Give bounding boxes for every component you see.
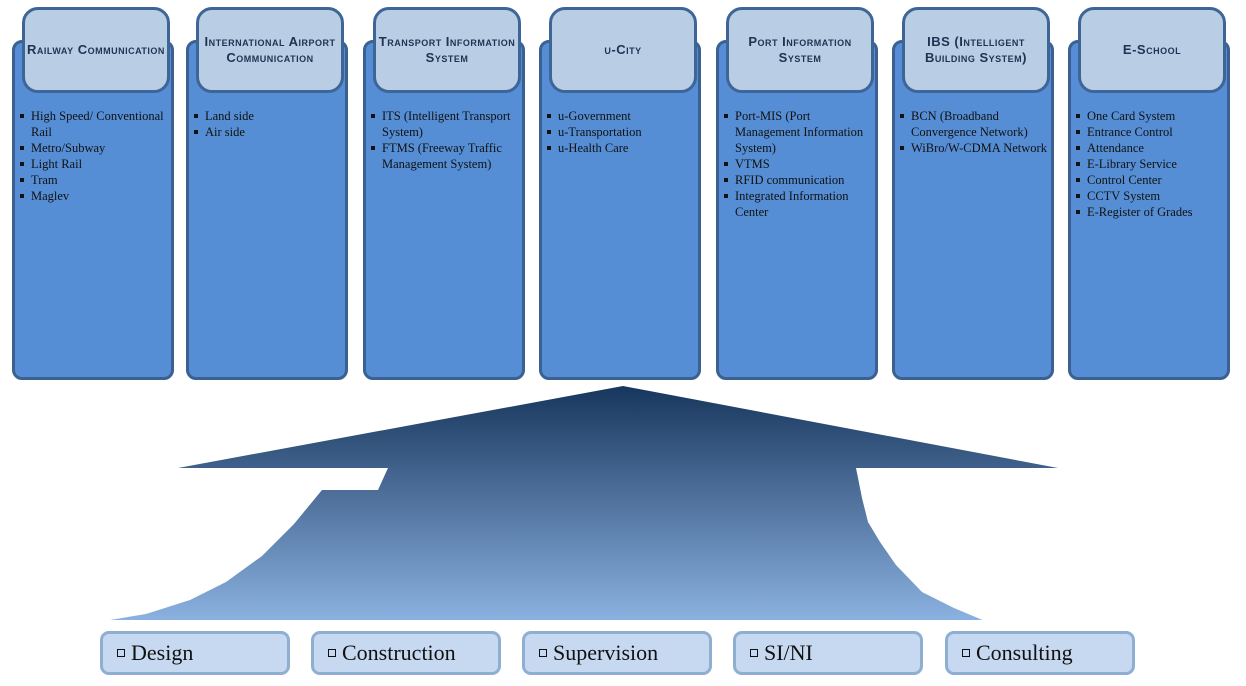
list-item: CCTV System <box>1074 188 1228 204</box>
service-box: Supervision <box>522 631 712 675</box>
column-body <box>892 40 1054 380</box>
column-title: International Airport Communication <box>204 34 336 65</box>
column-header: E-School <box>1078 7 1226 93</box>
column-body <box>186 40 348 380</box>
list-item: u-Government <box>545 108 699 124</box>
list-item: Entrance Control <box>1074 124 1228 140</box>
column-header: Transport Information System <box>373 7 521 93</box>
service-box: Construction <box>311 631 501 675</box>
list-item: WiBro/W-CDMA Network <box>898 140 1052 156</box>
list-item: E-Register of Grades <box>1074 204 1228 220</box>
list-item: Attendance <box>1074 140 1228 156</box>
list-item: Maglev <box>18 188 172 204</box>
list-item: u-Transportation <box>545 124 699 140</box>
arrow-shape <box>110 386 1132 620</box>
column-header: IBS (Intelligent Building System) <box>902 7 1050 93</box>
service-label: Consulting <box>976 640 1073 665</box>
column-title: u-City <box>604 42 642 57</box>
square-bullet-icon <box>539 649 547 657</box>
service-label: Construction <box>342 640 456 665</box>
service-label: Design <box>131 640 194 665</box>
column-body <box>539 40 701 380</box>
column-header: International Airport Communication <box>196 7 344 93</box>
column-title: Port Information System <box>748 34 852 65</box>
square-bullet-icon <box>750 649 758 657</box>
square-bullet-icon <box>117 649 125 657</box>
list-item: Tram <box>18 172 172 188</box>
column-title: Railway Communication <box>27 42 165 57</box>
column-item-list: ITS (Intelligent Transport System)FTMS (… <box>369 108 523 172</box>
category-column: IBS (Intelligent Building System) BCN (B… <box>892 0 1060 386</box>
list-item: Air side <box>192 124 346 140</box>
service-box: SI/NI <box>733 631 923 675</box>
list-item: u-Health Care <box>545 140 699 156</box>
list-item: Integrated Information Center <box>722 188 876 220</box>
service-box: Consulting <box>945 631 1135 675</box>
list-item: RFID communication <box>722 172 876 188</box>
list-item: Land side <box>192 108 346 124</box>
column-item-list: BCN (Broadband Convergence Network)WiBro… <box>898 108 1052 156</box>
category-column: International Airport Communication Land… <box>186 0 354 386</box>
column-item-list: Port-MIS (Port Management Information Sy… <box>722 108 876 220</box>
column-header: u-City <box>549 7 697 93</box>
column-body <box>12 40 174 380</box>
service-label: SI/NI <box>764 640 813 665</box>
list-item: Control Center <box>1074 172 1228 188</box>
service-box: Design <box>100 631 290 675</box>
category-column: Railway Communication High Speed/ Conven… <box>12 0 180 386</box>
list-item: High Speed/ Conventional Rail <box>18 108 172 140</box>
column-title: Transport Information System <box>378 34 516 65</box>
list-item: One Card System <box>1074 108 1228 124</box>
service-label: Supervision <box>553 640 659 665</box>
category-column: Port Information System Port-MIS (Port M… <box>716 0 884 386</box>
list-item: Port-MIS (Port Management Information Sy… <box>722 108 876 156</box>
column-title: E-School <box>1122 42 1182 57</box>
column-body <box>363 40 525 380</box>
column-title: IBS (Intelligent Building System) <box>924 34 1027 65</box>
list-item: Metro/Subway <box>18 140 172 156</box>
list-item: ITS (Intelligent Transport System) <box>369 108 523 140</box>
square-bullet-icon <box>962 649 970 657</box>
list-item: FTMS (Freeway Traffic Management System) <box>369 140 523 172</box>
category-column: Transport Information System ITS (Intell… <box>363 0 531 386</box>
list-item: BCN (Broadband Convergence Network) <box>898 108 1052 140</box>
list-item: VTMS <box>722 156 876 172</box>
list-item: Light Rail <box>18 156 172 172</box>
square-bullet-icon <box>328 649 336 657</box>
column-header: Port Information System <box>726 7 874 93</box>
list-item: E-Library Service <box>1074 156 1228 172</box>
column-header: Railway Communication <box>22 7 170 93</box>
upward-arrow <box>110 386 1132 620</box>
